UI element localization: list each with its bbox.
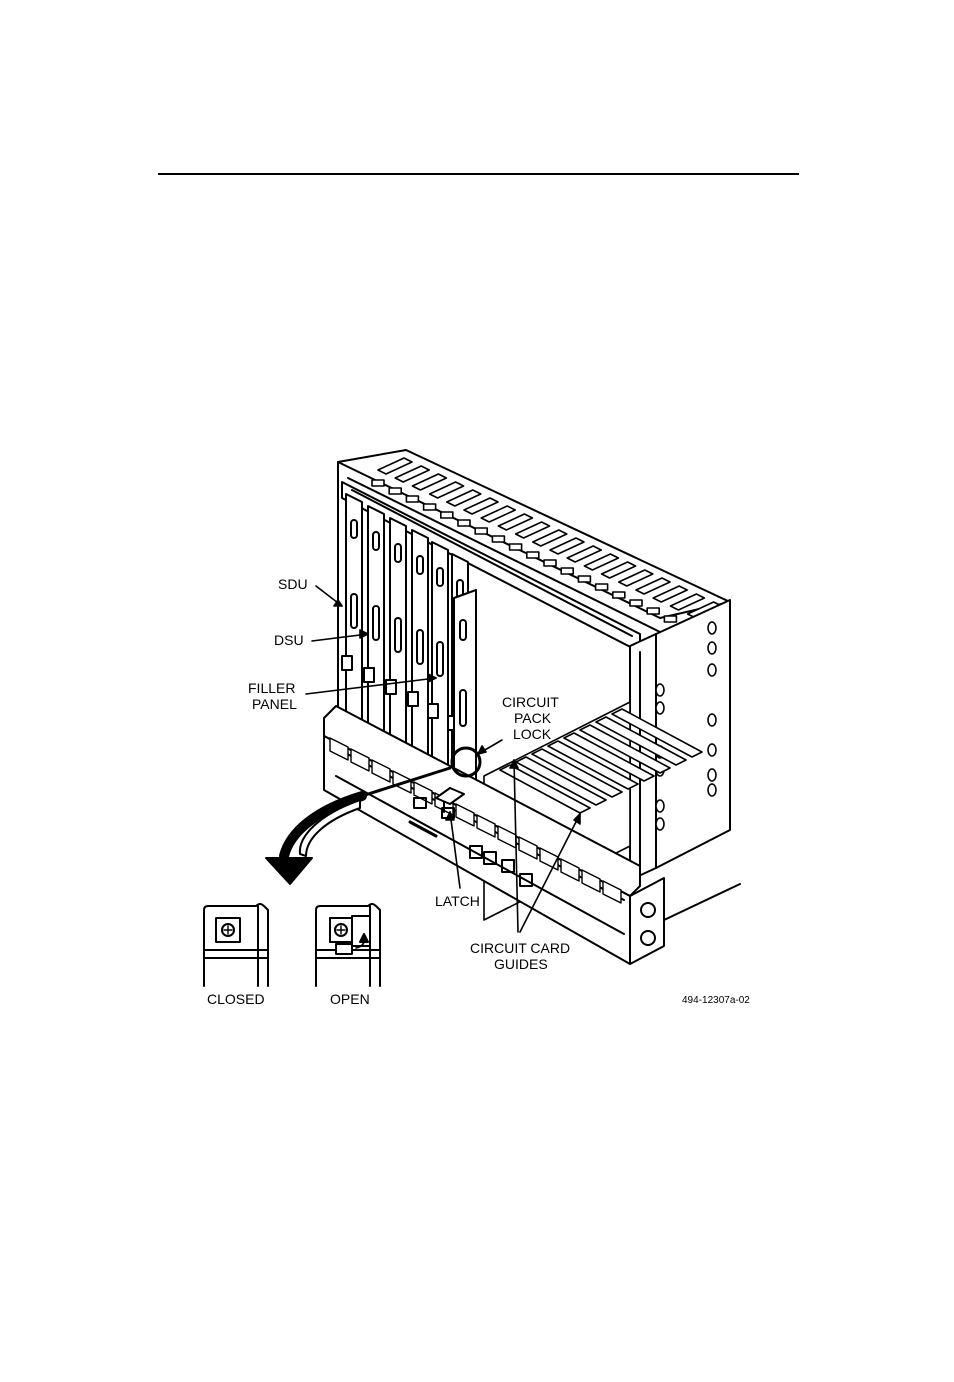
mount-hole — [656, 800, 664, 812]
card-lock — [386, 680, 396, 694]
vent-hole — [561, 568, 573, 574]
card-handle-slot — [417, 556, 423, 574]
mount-hole — [656, 818, 664, 830]
card-slot — [395, 618, 401, 652]
vent-hole — [596, 584, 608, 590]
card-lock — [342, 656, 352, 670]
label-cpl-line3: LOCK — [513, 726, 552, 742]
vent-hole — [510, 544, 522, 550]
vent-hole — [372, 480, 384, 486]
label-filler-line2: PANEL — [252, 696, 297, 712]
mount-hole — [708, 744, 716, 756]
card-handle-slot — [395, 544, 401, 562]
mount-hole — [708, 714, 716, 726]
inset-open — [316, 904, 380, 986]
figure-id: 494-12307a-02 — [682, 995, 750, 1006]
mount-hole — [708, 642, 716, 654]
vent-hole — [630, 600, 642, 606]
vent-hole — [664, 616, 676, 622]
card-slot — [437, 642, 443, 676]
label-ccg-line2: GUIDES — [494, 956, 548, 972]
label-cpl-line2: PACK — [514, 710, 552, 726]
vent-hole — [492, 536, 504, 542]
vent-hole — [475, 528, 487, 534]
label-filler-line1: FILLER — [248, 680, 295, 696]
card-handle-slot — [437, 568, 443, 586]
mount-hole — [708, 769, 716, 781]
vent-hole — [424, 504, 436, 510]
label-sdu: SDU — [278, 576, 308, 592]
vent-hole — [389, 488, 401, 494]
mount-hole — [656, 702, 664, 714]
label-ccg-line1: CIRCUIT CARD — [470, 940, 570, 956]
arrow-down-icon — [266, 858, 312, 884]
label-cpl-line1: CIRCUIT — [502, 694, 559, 710]
card-slot — [351, 594, 357, 628]
vent-hole — [647, 608, 659, 614]
card — [364, 506, 384, 736]
card-handle-slot — [373, 532, 379, 550]
vent-hole — [406, 496, 418, 502]
card — [386, 518, 406, 748]
vent-hole — [578, 576, 590, 582]
mount-hole — [656, 684, 664, 696]
inset-closed — [204, 904, 268, 986]
mount-hole — [708, 664, 716, 676]
label-closed: CLOSED — [207, 991, 265, 1007]
label-latch: LATCH — [435, 893, 480, 909]
card-lock — [428, 704, 438, 718]
card — [428, 542, 448, 772]
vent-hole — [613, 592, 625, 598]
card — [408, 530, 428, 760]
card-slot — [417, 630, 423, 664]
card-slot — [373, 606, 379, 640]
card-lock — [364, 668, 374, 682]
label-dsu: DSU — [274, 632, 304, 648]
label-open: OPEN — [330, 991, 370, 1007]
vent-hole — [441, 512, 453, 518]
vent-hole — [458, 520, 470, 526]
card-lock — [408, 692, 418, 706]
vent-hole — [527, 552, 539, 558]
filler-slot — [460, 620, 466, 640]
card-handle-slot — [351, 520, 357, 538]
vent-hole — [544, 560, 556, 566]
filler-slot — [460, 690, 466, 726]
mount-hole — [708, 622, 716, 634]
mount-hole — [708, 784, 716, 796]
